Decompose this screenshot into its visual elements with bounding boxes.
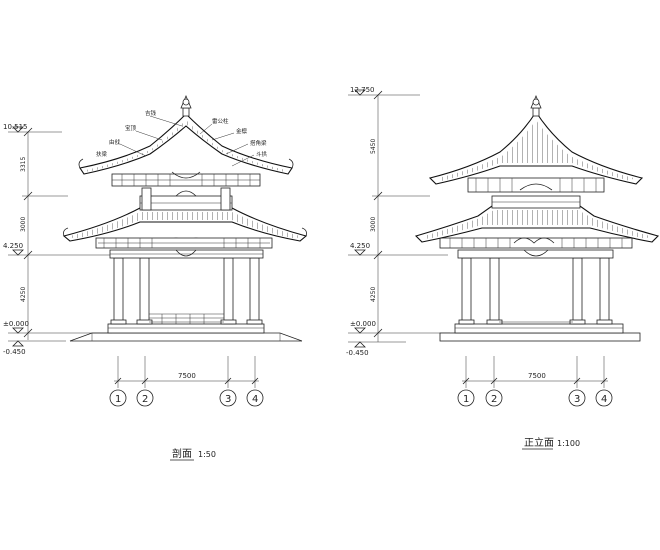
axis-label-3: 3 xyxy=(225,394,231,405)
annotation-ji-qian: 吉钱 xyxy=(145,109,157,117)
upper-bracket-sets xyxy=(111,171,261,187)
dim-vertical-2: 3000 xyxy=(20,217,27,232)
annotation-leaders xyxy=(119,115,255,167)
lower-roof xyxy=(62,207,308,242)
platform xyxy=(107,323,265,334)
level-label-floor2-right: 4.250 xyxy=(350,242,370,250)
elevation-columns xyxy=(458,257,613,325)
upper-storey xyxy=(139,187,233,211)
annotation-lei-gong-zhu: 雷公柱 xyxy=(212,117,229,125)
caption-title-right: 正立面 xyxy=(524,436,554,449)
elevation-base xyxy=(439,323,641,342)
elevation-drawing: 12.750 4.250 ±0.000 -0.450 5450 3000 425… xyxy=(346,86,660,450)
axis-label-3-right: 3 xyxy=(574,394,580,405)
annotation-fu-liang: 扶梁 xyxy=(96,150,108,158)
elevation-upper-storey xyxy=(467,177,605,209)
level-label-top-right: 12.750 xyxy=(350,86,375,94)
axis-label-4-right: 4 xyxy=(601,394,607,405)
caption-title: 剖面 xyxy=(172,447,192,460)
level-label-base-right: -0.450 xyxy=(346,349,369,357)
dim-horizontal: 7500 xyxy=(178,372,196,380)
dim-vertical-3-right: 4250 xyxy=(370,287,377,302)
dim-vertical-1-right: 5450 xyxy=(370,139,377,154)
annotation-you-qiang: 由戗 xyxy=(109,138,121,146)
caption-scale-right: 1:100 xyxy=(557,439,580,448)
annotation-dou-gong: 斗拱 xyxy=(256,150,268,158)
dim-vertical-2-right: 3000 xyxy=(370,217,377,232)
axis-lines-right xyxy=(457,356,613,407)
axis-label-4: 4 xyxy=(252,394,258,405)
axis-label-1-right: 1 xyxy=(463,394,469,405)
axis-label-1: 1 xyxy=(115,394,121,405)
caption-scale: 1:50 xyxy=(198,450,216,459)
elevation-lower-roof xyxy=(414,205,660,243)
lower-columns xyxy=(110,257,263,325)
level-label-base: -0.450 xyxy=(3,348,26,356)
dim-vertical-1: 3315 xyxy=(20,157,27,172)
terrain xyxy=(69,332,303,342)
annotation-jin-lin: 金檩 xyxy=(236,127,248,135)
finial xyxy=(180,94,192,117)
dim-vertical-3: 4250 xyxy=(20,287,27,302)
level-label-ground-right: ±0.000 xyxy=(350,320,376,328)
railing xyxy=(149,313,224,324)
axis-label-2: 2 xyxy=(142,394,148,405)
lower-bracket-sets xyxy=(95,237,273,249)
elevation-finial xyxy=(530,94,542,117)
annotation-da-jiao-liang: 搭角梁 xyxy=(250,139,267,147)
axis-label-2-right: 2 xyxy=(491,394,497,405)
dim-horizontal-right: 7500 xyxy=(528,372,546,380)
upper-roof xyxy=(78,113,294,175)
level-label-ground: ±0.000 xyxy=(3,320,29,328)
section-drawing: 10.515 4.250 ±0.000 -0.450 3315 3000 425… xyxy=(3,94,308,461)
level-guides-right xyxy=(348,89,450,348)
level-label-top: 10.515 xyxy=(3,123,28,131)
elevation-lower-beam xyxy=(439,237,633,259)
axis-lines xyxy=(109,356,264,407)
level-guides xyxy=(8,126,112,347)
elevation-upper-roof xyxy=(428,110,644,185)
annotation-bao-ding: 宝顶 xyxy=(125,124,137,132)
level-label-floor2: 4.250 xyxy=(3,242,23,250)
